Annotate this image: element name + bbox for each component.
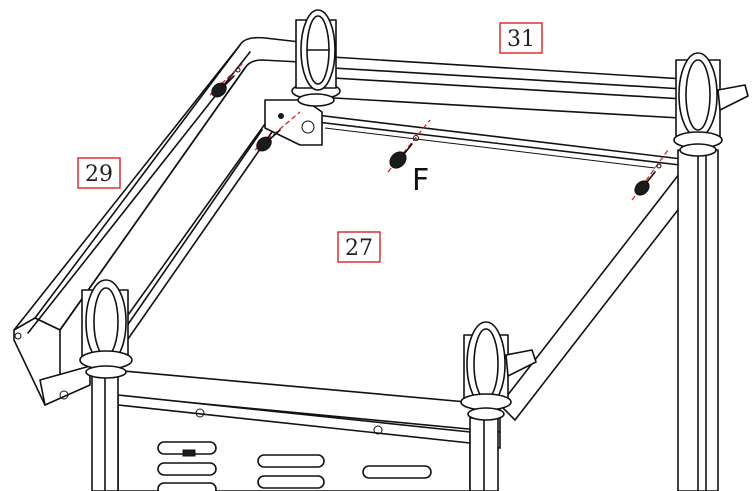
callout-29-label: 29 [85,162,113,187]
front-panel [117,394,471,491]
vent-slot [362,465,432,479]
vent-slot [257,475,325,489]
screw-rail-left [211,67,241,98]
callout-27: 27 [337,231,381,263]
screw-rail-right [634,163,662,196]
fastener-f-label: F [412,163,429,198]
caster-wheel-front-right [460,321,537,421]
callout-27-label: 27 [345,236,373,261]
screw-f [389,135,419,169]
rear-rail [299,54,701,119]
leg-front-right [469,417,499,491]
leg-rear-right [677,149,719,491]
caster-wheel-rear-left [291,9,341,107]
caster-wheel-front-left [79,279,133,379]
vent-slot [157,462,217,476]
vent-slot [257,454,325,468]
left-rail [13,36,301,406]
callout-31-label: 31 [507,27,535,52]
leg-front-left [91,371,119,491]
screw-bracket [256,129,281,152]
callout-29: 29 [77,157,121,189]
caster-wheel-rear-right [673,52,749,157]
callout-31: 31 [499,22,543,54]
vent-slot [157,482,217,491]
